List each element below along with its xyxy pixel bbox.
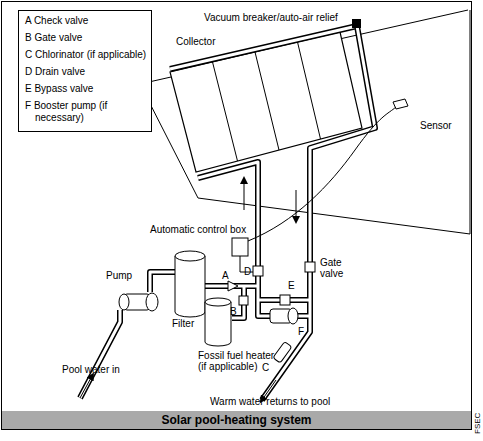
pipe: [150, 272, 176, 292]
key-entry: C Chlorinator (if applicable): [25, 49, 147, 61]
callout-letter: C: [262, 362, 269, 373]
flow-label: Pool water in: [62, 364, 120, 375]
flow-label: Warm water returns to pool: [210, 396, 330, 407]
drain-valve: [253, 266, 263, 276]
control-box: [232, 238, 248, 256]
roof-side: [470, 10, 471, 234]
pipe: [262, 26, 375, 400]
part-label: Filter: [172, 318, 194, 329]
callout-letter: A: [222, 270, 229, 281]
divider: [213, 62, 238, 161]
pipe: [80, 310, 120, 398]
flow-arrow: [244, 180, 245, 210]
part-label: Vacuum breaker/auto-air relief: [204, 12, 338, 23]
callout-letter: D: [244, 266, 251, 277]
pump: [119, 293, 158, 311]
booster-housing: [288, 308, 298, 324]
chlorinator: [273, 342, 292, 363]
key-entry: A Check valve: [25, 15, 147, 27]
divider: [255, 52, 279, 150]
vacuum-breaker: [352, 19, 361, 28]
panel-dividers: [213, 42, 321, 161]
filter-body: [175, 256, 205, 317]
pipe: [170, 26, 357, 69]
booster-pump: [270, 308, 298, 324]
pipe: [80, 310, 120, 398]
part-label: Sensor: [420, 120, 452, 131]
heater-top: [205, 298, 231, 306]
gate-valve: [305, 262, 315, 272]
heater-body: [205, 302, 231, 346]
filter: [175, 251, 205, 317]
callout-letter: B: [230, 306, 237, 317]
part-label: Pump: [106, 270, 132, 281]
collector-panel: [170, 32, 362, 172]
key-entry: D Drain valve: [25, 66, 147, 78]
check-valve: [228, 281, 238, 291]
part-label: Automatic control box: [150, 224, 246, 235]
part-label: Collector: [176, 36, 215, 47]
sensor-wire: [248, 107, 396, 241]
part-label: Gate valve: [320, 257, 350, 279]
caption-band: Solar pool-heating system: [2, 411, 471, 429]
callout-letter: E: [288, 280, 295, 291]
frame: [2, 2, 472, 430]
pipe: [170, 26, 357, 69]
filter-top: [175, 251, 205, 261]
pump-housing: [146, 293, 158, 311]
source-watermark: FSEC: [473, 413, 482, 434]
callout-letter: F: [298, 326, 304, 337]
divider: [298, 42, 321, 139]
pump-end: [119, 294, 129, 310]
collector-outline: [170, 32, 362, 172]
pipe: [262, 26, 375, 400]
key-entry: F Booster pump (if necessary): [25, 100, 147, 124]
legend-key-box: A Check valve B Gate valve C Chlorinator (…: [18, 10, 152, 132]
chlorinator-body: [273, 342, 292, 363]
flow-arrow: [80, 376, 92, 398]
key-entry: E Bypass valve: [25, 83, 147, 95]
pipe: [150, 272, 176, 292]
flow-arrow: [296, 190, 297, 220]
heater: [205, 298, 231, 346]
roof: [140, 10, 470, 234]
gate-valve: [239, 296, 248, 305]
key-entry: B Gate valve: [25, 32, 147, 44]
bypass-valve: [280, 295, 290, 305]
